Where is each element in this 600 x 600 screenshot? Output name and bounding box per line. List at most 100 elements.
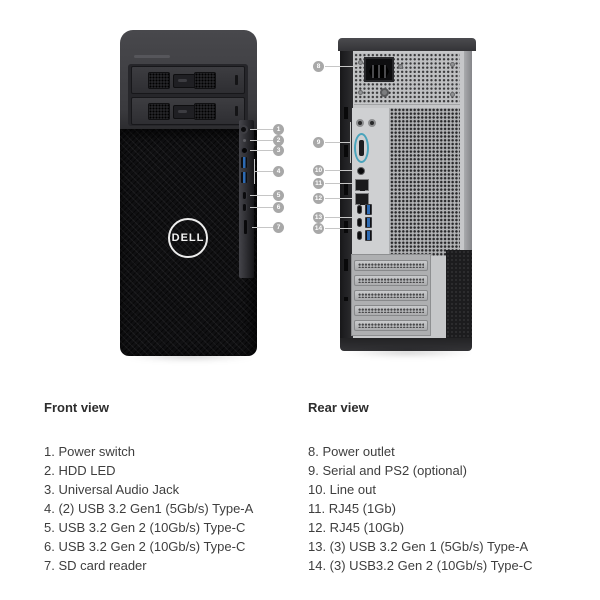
screw <box>450 92 455 97</box>
thumbscrew <box>380 88 389 97</box>
rear-corner-block <box>446 250 472 340</box>
callout-line <box>325 217 352 218</box>
legend-item: 9. Serial and PS2 (optional) <box>308 463 467 478</box>
legend-item: 6. USB 3.2 Gen 2 (10Gb/s) Type-C <box>44 539 246 554</box>
front-tower-shadow <box>124 351 256 361</box>
expansion-slot-cover <box>354 260 428 271</box>
c14-connector <box>369 65 389 78</box>
legend-item: 8. Power outlet <box>308 444 395 459</box>
callout-line <box>250 150 273 151</box>
front-view-heading: Front view <box>44 400 110 415</box>
callout-line <box>325 66 357 67</box>
legend-item: 13. (3) USB 3.2 Gen 1 (5Gb/s) Type-A <box>308 539 529 554</box>
callout-bracket <box>350 122 351 163</box>
legend-item: 4. (2) USB 3.2 Gen1 (5Gb/s) Type-A <box>44 501 254 516</box>
usb-a-port <box>365 204 372 215</box>
callout-line <box>325 183 352 184</box>
screw <box>398 64 403 69</box>
legend-item: 11. RJ45 (1Gb) <box>308 501 396 516</box>
drive-bay <box>131 97 245 125</box>
usb-c-port <box>357 205 362 214</box>
usb-c-port <box>242 203 247 212</box>
bay-vent-grid <box>148 103 170 120</box>
power-button-port <box>239 125 248 134</box>
usb-a-port <box>241 157 247 168</box>
rear-view-heading: Rear view <box>308 400 369 415</box>
usb-c-port <box>357 218 362 227</box>
bay-vent-grid <box>194 72 216 89</box>
power-outlet-port <box>364 57 394 82</box>
callout-line <box>325 170 352 171</box>
usb-a-port <box>365 230 372 241</box>
callout-line <box>250 195 273 196</box>
callout-7: 7 <box>273 222 284 233</box>
drive-bays <box>128 64 248 126</box>
callout-13: 13 <box>313 212 324 223</box>
rear-left-edge <box>340 51 353 338</box>
legend-item: 10. Line out <box>308 482 376 497</box>
legend-item: 2. HDD LED <box>44 463 116 478</box>
callout-line <box>252 227 273 228</box>
legend-item: 1. Power switch <box>44 444 136 459</box>
legend-item: 7. SD card reader <box>44 558 147 573</box>
rj45-port <box>355 193 369 205</box>
screw <box>450 62 455 67</box>
front-view-legend: 1. Power switch 2. HDD LED 3. Universal … <box>44 442 253 575</box>
callout-1: 1 <box>273 124 284 135</box>
drive-bay <box>131 66 245 94</box>
callout-line <box>250 207 273 208</box>
callout-line <box>250 140 273 141</box>
screw <box>358 60 363 65</box>
ps2-port <box>368 119 376 127</box>
callout-9: 9 <box>313 137 324 148</box>
panel-divider <box>354 104 460 105</box>
bay-latch <box>235 106 238 116</box>
legend-item: 5. USB 3.2 Gen 2 (10Gb/s) Type-C <box>44 520 246 535</box>
serial-connector <box>359 140 364 156</box>
screw <box>358 90 363 95</box>
bay-vent-grid <box>194 103 216 120</box>
callout-10: 10 <box>313 165 324 176</box>
callout-line <box>254 171 273 172</box>
dell-logo: DELL <box>168 218 208 258</box>
callout-11: 11 <box>313 178 324 189</box>
expansion-slot-cover <box>354 305 428 316</box>
rear-vent-grille <box>390 108 460 256</box>
rear-view-legend: 8. Power outlet 9. Serial and PS2 (optio… <box>308 442 532 575</box>
rear-top-cap <box>338 38 476 51</box>
usb-a-port <box>365 217 372 228</box>
callout-5: 5 <box>273 190 284 201</box>
rear-bottom-band <box>340 338 472 351</box>
bay-vent-grid <box>148 72 170 89</box>
model-label-bar <box>134 55 170 58</box>
expansion-slot-cover <box>354 275 428 286</box>
expansion-slot-cover <box>354 290 428 301</box>
callout-6: 6 <box>273 202 284 213</box>
rj45-port <box>355 179 369 191</box>
callout-line <box>250 129 273 130</box>
ps2-port <box>356 119 364 127</box>
legend-item: 14. (3) USB3.2 Gen 2 (10Gb/s) Type-C <box>308 558 533 573</box>
sd-card-slot <box>244 220 247 234</box>
hdd-led <box>243 139 246 142</box>
serial-port <box>354 133 369 163</box>
usb-c-port <box>357 231 362 240</box>
legend-item: 12. RJ45 (10Gb) <box>308 520 405 535</box>
callout-3: 3 <box>273 145 284 156</box>
callout-2: 2 <box>273 135 284 146</box>
front-top-panel <box>120 30 257 129</box>
front-tower-image: DELL <box>120 30 257 356</box>
rear-right-edge <box>464 51 472 338</box>
audio-jack-port <box>241 147 248 154</box>
callout-8: 8 <box>313 61 324 72</box>
callout-14: 14 <box>313 223 324 234</box>
bay-latch <box>235 75 238 85</box>
callout-line <box>325 198 352 199</box>
usb-c-port <box>242 191 247 200</box>
rear-tower-image <box>338 38 476 352</box>
expansion-slot-cover <box>354 320 428 331</box>
callout-line <box>325 228 352 229</box>
line-out-port <box>357 167 365 175</box>
legend-item: 3. Universal Audio Jack <box>44 482 180 497</box>
